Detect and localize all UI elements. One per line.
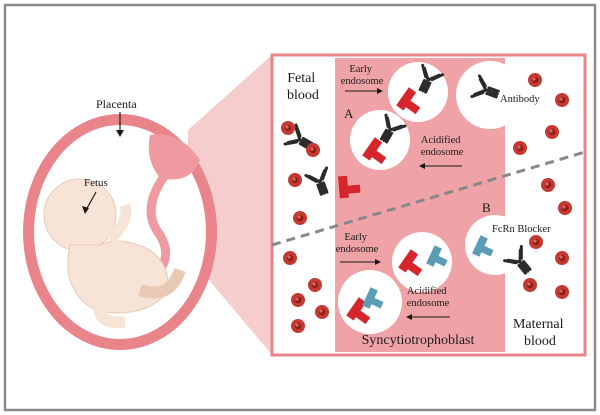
- zoom-cone: [188, 55, 272, 355]
- uterus-illustration: Placenta Fetus: [23, 97, 217, 350]
- fetal-blood-label: Fetal blood: [287, 71, 319, 103]
- panel-b-label: B: [482, 200, 491, 215]
- maternal-blood-label: Maternal blood: [513, 317, 567, 349]
- panel-a-label: A: [344, 106, 354, 121]
- fetus-shape: [43, 178, 186, 329]
- placenta-label: Placenta: [96, 97, 137, 111]
- early-endosome-a-label: Early endosome: [341, 64, 384, 87]
- placenta-shape: [148, 134, 200, 180]
- zoom-panel: Fetal blood Maternal blood Syncytiotroph…: [270, 53, 587, 357]
- acidified-endosome-b-label: Acidified endosome: [407, 286, 450, 309]
- early-endosome-b-label: Early endosome: [336, 232, 379, 255]
- antibody-label: Antibody: [500, 94, 540, 105]
- acidified-endosome-a-label: Acidified endosome: [421, 135, 464, 158]
- endosome-early-a: [388, 62, 448, 122]
- fetus-label: Fetus: [84, 177, 108, 189]
- fetus-pointer: [85, 191, 97, 211]
- fcrn-blocker-label: FcRn Blocker: [492, 224, 551, 235]
- ab-divider: [271, 150, 586, 247]
- syncytiotrophoblast-label: Syncytiotrophoblast: [362, 333, 475, 348]
